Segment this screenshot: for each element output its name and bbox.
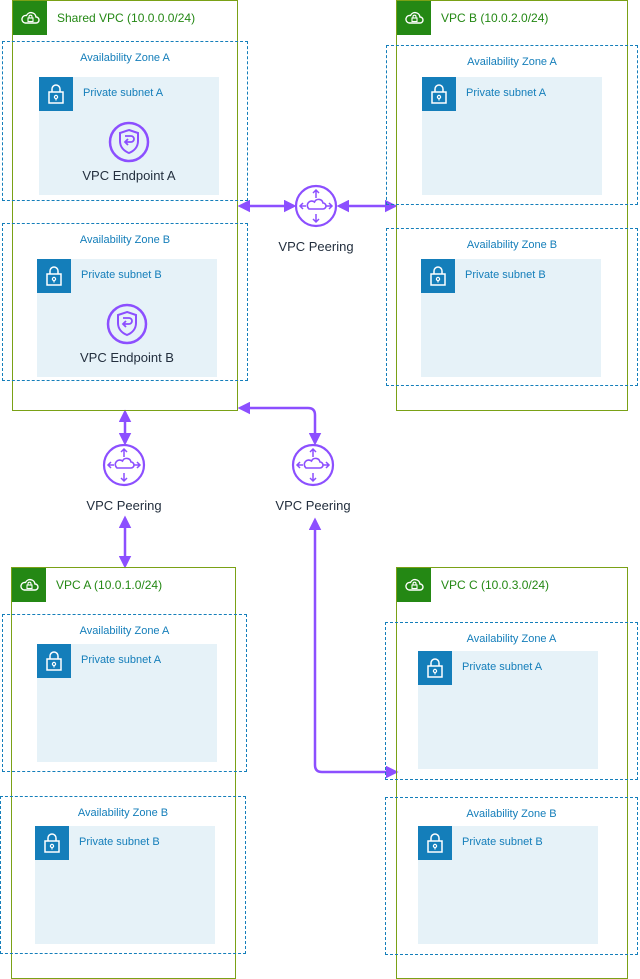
shared-vpc: Shared VPC (10.0.0.0/24) xyxy=(12,0,238,411)
vpc-peering-shared-b: VPC Peering xyxy=(256,184,376,254)
connector-shared-to-peering-c xyxy=(237,401,322,446)
vpc-cloud-lock-icon xyxy=(13,1,47,35)
availability-zone-title: Availability Zone A xyxy=(467,56,557,68)
vpc-title: VPC B (10.0.2.0/24) xyxy=(441,11,549,25)
vpc-b: VPC B (10.0.2.0/24) xyxy=(396,0,628,411)
subnet-lock-icon xyxy=(421,259,455,293)
subnet-title: Private subnet A xyxy=(462,661,543,673)
availability-zone-title: Availability Zone A xyxy=(466,633,557,645)
vpc-cloud-lock-icon xyxy=(12,568,46,602)
vpc-cloud-lock-icon xyxy=(397,568,431,602)
vpc-cloud-lock-icon xyxy=(397,1,431,35)
availability-zone-title: Availability Zone B xyxy=(466,808,557,820)
vpc-peering-icon xyxy=(256,184,376,233)
connector-peering-c-to-vpc-c xyxy=(308,517,399,779)
availability-zone-title: Availability Zone B xyxy=(466,239,558,251)
availability-zone-a: Availability Zone A xyxy=(386,45,638,205)
subnet-lock-icon xyxy=(39,77,73,111)
private-subnet-b: Private subnet B xyxy=(418,826,598,944)
availability-zone-b: Availability Zone B xyxy=(386,228,638,386)
peering-label: VPC Peering xyxy=(86,498,162,513)
private-subnet-a: Private subnet A xyxy=(422,77,602,195)
subnet-lock-icon xyxy=(418,651,452,685)
endpoint-label: VPC Endpoint A xyxy=(82,168,176,183)
subnet-lock-icon xyxy=(37,644,71,678)
availability-zone-a: Availability Zone A xyxy=(2,614,247,772)
vpc-endpoint-b: VPC Endpoint B xyxy=(37,303,217,365)
availability-zone-title: Availability Zone B xyxy=(79,234,171,246)
availability-zone-title: Availability Zone A xyxy=(80,52,170,64)
endpoint-label: VPC Endpoint B xyxy=(80,350,174,365)
availability-zone-b: Availability Zone B xyxy=(2,223,248,381)
subnet-title: Private subnet A xyxy=(81,654,162,666)
subnet-title: Private subnet A xyxy=(83,87,164,99)
private-subnet-a: Private subnet A VPC Endpoint A xyxy=(39,77,219,195)
availability-zone-a: Availability Zone A xyxy=(2,41,248,201)
subnet-lock-icon xyxy=(35,826,69,860)
subnet-lock-icon xyxy=(37,259,71,293)
vpc-peering-shared-a: VPC Peering xyxy=(64,443,184,513)
subnet-lock-icon xyxy=(422,77,456,111)
vpc-peering-icon xyxy=(64,443,184,492)
vpc-peering-shared-c: VPC Peering xyxy=(253,443,373,513)
availability-zone-title: Availability Zone B xyxy=(77,807,169,819)
peering-label: VPC Peering xyxy=(275,498,351,513)
subnet-title: Private subnet B xyxy=(465,269,546,281)
subnet-title: Private subnet B xyxy=(81,269,162,281)
private-subnet-a: Private subnet A xyxy=(418,651,598,769)
vpc-title: VPC A (10.0.1.0/24) xyxy=(56,578,163,592)
vpc-a: VPC A (10.0.1.0/24) xyxy=(11,567,236,979)
availability-zone-b: Availability Zone B xyxy=(0,796,246,954)
private-subnet-b: Private subnet B xyxy=(421,259,601,377)
private-subnet-b: Private subnet B VPC Endpoint B xyxy=(37,259,217,377)
subnet-title: Private subnet B xyxy=(79,836,160,848)
availability-zone-a: Availability Zone A xyxy=(385,622,638,780)
peering-label: VPC Peering xyxy=(278,239,354,254)
private-subnet-a: Private subnet A xyxy=(37,644,217,762)
vpc-peering-icon xyxy=(253,443,373,492)
vpc-endpoint-a: VPC Endpoint A xyxy=(39,121,219,183)
availability-zone-b: Availability Zone B xyxy=(385,797,638,955)
subnet-lock-icon xyxy=(418,826,452,860)
vpc-c: VPC C (10.0.3.0/24) xyxy=(396,567,628,979)
availability-zone-title: Availability Zone A xyxy=(79,625,170,637)
private-subnet-b: Private subnet B xyxy=(35,826,215,944)
vpc-title: Shared VPC (10.0.0.0/24) xyxy=(57,11,196,25)
subnet-title: Private subnet B xyxy=(462,836,543,848)
vpc-endpoint-shield-icon xyxy=(39,121,219,168)
subnet-title: Private subnet A xyxy=(466,87,547,99)
vpc-title: VPC C (10.0.3.0/24) xyxy=(441,578,550,592)
vpc-endpoint-shield-icon xyxy=(37,303,217,350)
